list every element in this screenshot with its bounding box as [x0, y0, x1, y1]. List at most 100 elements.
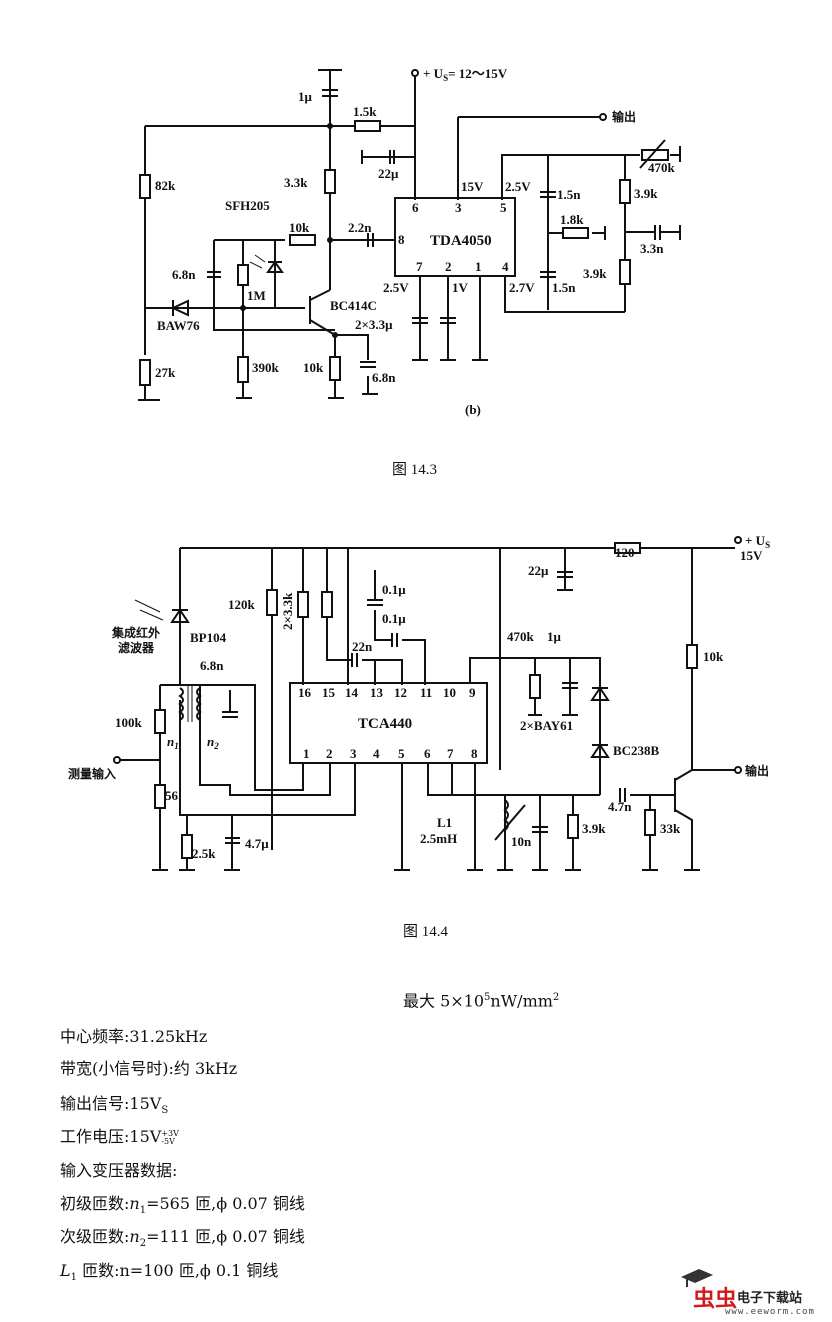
- spec-center-frequency: 中心频率:31.25kHz: [60, 1027, 208, 1046]
- resistor-1k8: [562, 227, 589, 239]
- schematic-fig-14-4: + US 15V 输出 测量输入 集成红外 滤波器 BP104 120k 2×3…: [68, 533, 770, 871]
- resistor-390k: [237, 356, 249, 383]
- resistor-3k9-top: [619, 179, 631, 204]
- label-c-22u-14-4: 22μ: [528, 563, 549, 578]
- pin-3: 3: [455, 200, 462, 215]
- resistor-56: [154, 784, 166, 809]
- capacitor-22u: [361, 150, 395, 164]
- ic-tca440-bottom-pins: 1 2 3 4 5 6 7 8: [303, 746, 478, 761]
- pin-4: 4: [502, 259, 509, 274]
- label-r-33k: 33k: [660, 821, 681, 836]
- resistor-10k: [686, 644, 698, 669]
- watermark-site-name: 电子下载站: [737, 1291, 803, 1306]
- label-r-100k: 100k: [115, 715, 143, 730]
- ic-tca440-top-pins: 16 15 14 13 12 11 10 9: [298, 685, 476, 700]
- output-terminal-14-4: [734, 766, 742, 774]
- watermark-brand: 虫虫: [693, 1287, 738, 1312]
- output-terminal: [599, 113, 607, 121]
- label-r-3k9-14-4: 3.9k: [582, 821, 606, 836]
- pin-label: 5: [398, 746, 405, 761]
- pin-label: 10: [443, 685, 456, 700]
- output-label: 输出: [612, 109, 636, 124]
- capacitor-4n7: [619, 788, 626, 802]
- label-pot-2k5: 2.5k: [192, 846, 216, 861]
- spec-primary-turns: 初级匝数:n1=565 匝,ϕ 0.07 铜线: [60, 1194, 305, 1217]
- label-c-10n: 10n: [511, 834, 532, 849]
- capacitor-3u3-b: [440, 317, 456, 324]
- pin-label: 1: [303, 746, 310, 761]
- capacitor-0u1-a: [367, 599, 383, 606]
- pin-label: 14: [345, 685, 359, 700]
- label-c-6n8: 6.8n: [200, 658, 224, 673]
- potentiometer-2k5: [181, 834, 193, 859]
- label-c-1u-14-4: 1μ: [547, 629, 562, 644]
- diode-bay61-a: [590, 686, 610, 701]
- resistor-3k9-bottom: [619, 259, 631, 285]
- capacitor-1u: [562, 682, 578, 689]
- junction-dots: [240, 123, 338, 338]
- label-r-10k-14-4: 10k: [703, 649, 724, 664]
- label-c-1n5-top: 1.5n: [557, 187, 581, 202]
- label-sfh205: SFH205: [225, 198, 270, 213]
- label-c-1u: 1μ: [298, 89, 313, 104]
- label-r-1M: 1M: [247, 288, 266, 303]
- diode-baw76: [170, 299, 189, 317]
- filter-label-line2: 滤波器: [118, 640, 155, 655]
- label-r-120: 120: [615, 545, 635, 560]
- label-c-0u1-a: 0.1μ: [382, 582, 406, 597]
- resistor-1k5: [354, 120, 381, 132]
- pin-label: 4: [373, 746, 380, 761]
- label-c-6n8-emitter: 6.8n: [372, 370, 396, 385]
- pin-label: 3: [350, 746, 357, 761]
- voltage-pin3: 15V: [461, 179, 484, 194]
- label-r-3k9-bottom: 3.9k: [583, 266, 607, 281]
- pin-label: 2: [326, 746, 333, 761]
- spec-transformer-heading: 输入变压器数据:: [60, 1161, 178, 1180]
- potentiometer-470k: [639, 139, 669, 169]
- supply-terminal: [411, 69, 419, 77]
- resistor-100k: [154, 709, 166, 734]
- label-r-3k3: 3.3k: [284, 175, 308, 190]
- label-bp104: BP104: [190, 630, 227, 645]
- caption-fig-14-3: 图 14.3: [392, 462, 438, 478]
- inductor-l1: [494, 799, 526, 841]
- pin-6: 6: [412, 200, 419, 215]
- capacitor-3n3: [654, 225, 661, 240]
- voltage-pin2: 1V: [452, 280, 469, 295]
- resistor-3k3-b: [321, 591, 333, 618]
- capacitor-2n2: [367, 233, 374, 247]
- label-r-82k: 82k: [155, 178, 176, 193]
- capacitor-6n8-emitter: [360, 361, 376, 368]
- label-r-27k: 27k: [155, 365, 176, 380]
- pin-1: 1: [475, 259, 482, 274]
- spec-output-signal: 输出信号:15VS: [60, 1094, 169, 1117]
- label-r-120k: 120k: [228, 597, 256, 612]
- pin-label: 15: [322, 685, 336, 700]
- capacitor-1n5-top: [540, 191, 556, 198]
- label-r-3k9-top: 3.9k: [634, 186, 658, 201]
- photodiode-sfh205: [249, 254, 284, 273]
- pin-7: 7: [416, 259, 423, 274]
- label-c-4u7: 4.7μ: [245, 836, 269, 851]
- pin-2: 2: [445, 259, 452, 274]
- pin-label: 6: [424, 746, 431, 761]
- resistor-3k9: [567, 814, 579, 839]
- label-r-10k-top: 10k: [289, 220, 310, 235]
- label-c-2n2: 2.2n: [348, 220, 372, 235]
- watermark-logo: 虫虫 电子下载站 www.eeworm.com: [675, 1265, 830, 1320]
- label-r-56: 56: [165, 788, 179, 803]
- label-r-390k: 390k: [252, 360, 280, 375]
- output-label-14-4: 输出: [745, 763, 769, 778]
- label-bc414c: BC414C: [330, 298, 377, 313]
- resistor-120k: [266, 589, 278, 616]
- label-n2: n2: [207, 734, 219, 751]
- label-n1: n1: [167, 734, 179, 751]
- label-r-10k-emitter: 10k: [303, 360, 324, 375]
- label-r-470k: 470k: [507, 629, 535, 644]
- ic-tca440-name: TCA440: [358, 716, 412, 732]
- filter-label-line1: 集成红外: [111, 625, 160, 640]
- pin-label: 8: [471, 746, 478, 761]
- spec-bandwidth: 带宽(小信号时):约 3kHz: [60, 1059, 238, 1078]
- resistor-33k: [644, 809, 656, 836]
- label-baw76: BAW76: [157, 318, 200, 333]
